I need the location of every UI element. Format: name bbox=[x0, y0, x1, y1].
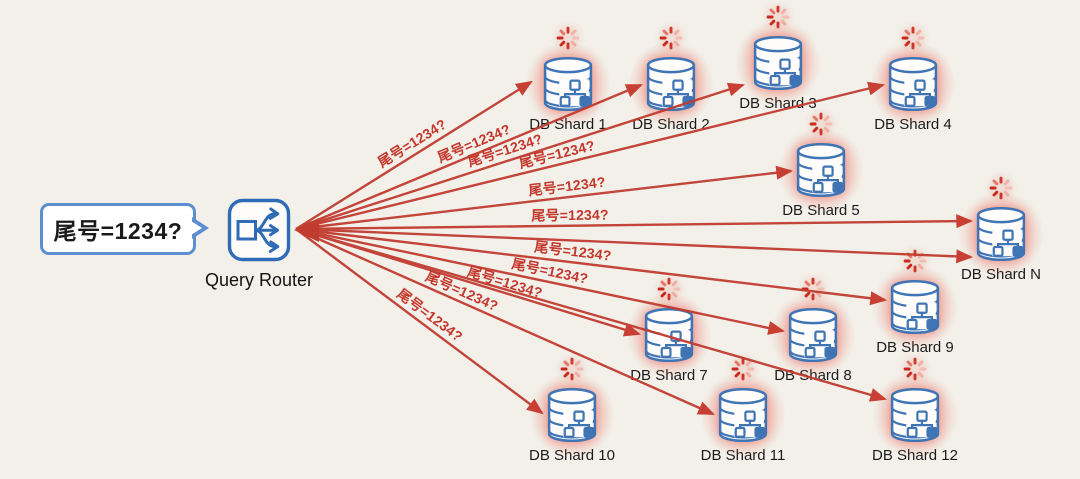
query-router-icon bbox=[227, 198, 291, 262]
database-icon bbox=[887, 56, 939, 112]
arrow-fan-origin bbox=[294, 218, 319, 242]
db-shard-9: DB Shard 9 bbox=[863, 248, 967, 356]
arrow-to-shard-n-upper bbox=[295, 214, 974, 231]
db-shard-n: DB Shard N bbox=[949, 175, 1053, 283]
database-icon bbox=[795, 142, 847, 198]
database-icon bbox=[643, 307, 695, 363]
db-shard-2: DB Shard 2 bbox=[619, 25, 723, 133]
database-icon bbox=[889, 279, 941, 335]
arrow-label: 尾号=1234? bbox=[531, 206, 609, 224]
db-shard-10: DB Shard 10 bbox=[520, 356, 624, 464]
database-icon bbox=[717, 387, 769, 443]
arrow-label: 尾号=1234? bbox=[527, 173, 607, 199]
database-icon bbox=[542, 56, 594, 112]
database-icon bbox=[752, 35, 804, 91]
query-speech-bubble: 尾号=1234? bbox=[40, 203, 209, 255]
db-shard-5: DB Shard 5 bbox=[769, 111, 873, 219]
router-label: Query Router bbox=[204, 270, 314, 290]
database-icon bbox=[787, 307, 839, 363]
db-shard-1: DB Shard 1 bbox=[516, 25, 620, 133]
database-icon bbox=[645, 56, 697, 112]
db-shard-3: DB Shard 3 bbox=[726, 4, 830, 112]
db-shard-12: DB Shard 12 bbox=[863, 356, 967, 464]
db-shard-11: DB Shard 11 bbox=[691, 356, 795, 464]
database-icon bbox=[546, 387, 598, 443]
database-icon bbox=[889, 387, 941, 443]
query-text: 尾号=1234? bbox=[53, 218, 183, 244]
arrow-to-shard-10 bbox=[295, 228, 544, 415]
database-icon bbox=[975, 206, 1027, 262]
db-shard-4: DB Shard 4 bbox=[861, 25, 965, 133]
